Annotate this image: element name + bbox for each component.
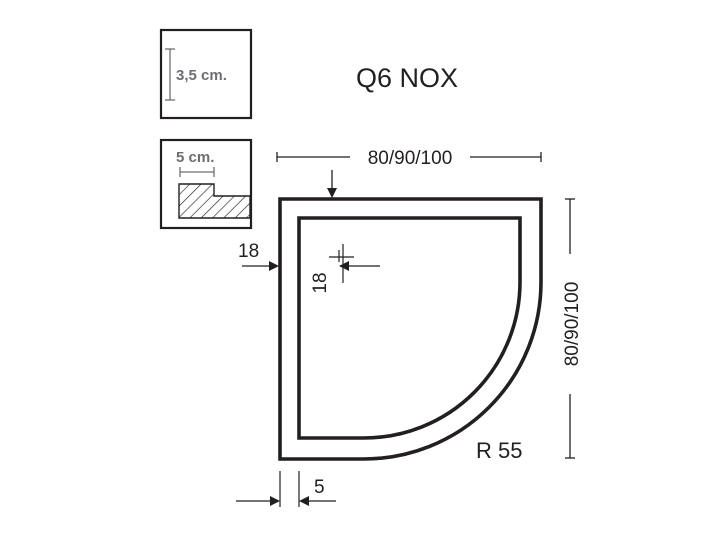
thickness-box-frame — [159, 28, 253, 120]
step-dimension: 5 — [236, 471, 336, 507]
profile-label: 5 cm. — [176, 149, 214, 166]
border-left-label: 18 — [238, 241, 259, 262]
depth-label: 80/90/100 — [562, 282, 583, 367]
step-label: 5 — [314, 477, 325, 498]
border-inner-dimension: 18 — [310, 244, 380, 294]
profile-box-frame — [159, 138, 253, 230]
depth-dimension: 80/90/100 — [562, 198, 583, 459]
tray-outer-outline — [278, 197, 543, 461]
rim-pointer-arrow — [327, 170, 337, 198]
profile-section-hatch — [178, 183, 251, 219]
radius-label: R 55 — [476, 438, 522, 463]
product-title: Q6 NOX — [356, 63, 458, 93]
thickness-label: 3,5 cm. — [176, 67, 227, 84]
border-left-dimension: 18 — [238, 241, 279, 271]
width-dimension: 80/90/100 — [276, 148, 542, 169]
border-inner-label: 18 — [310, 272, 331, 293]
width-label: 80/90/100 — [368, 148, 453, 169]
profile-box: 5 cm. — [159, 138, 253, 230]
thickness-box: 3,5 cm. — [159, 28, 253, 120]
tray-inner-outline — [297, 216, 522, 440]
